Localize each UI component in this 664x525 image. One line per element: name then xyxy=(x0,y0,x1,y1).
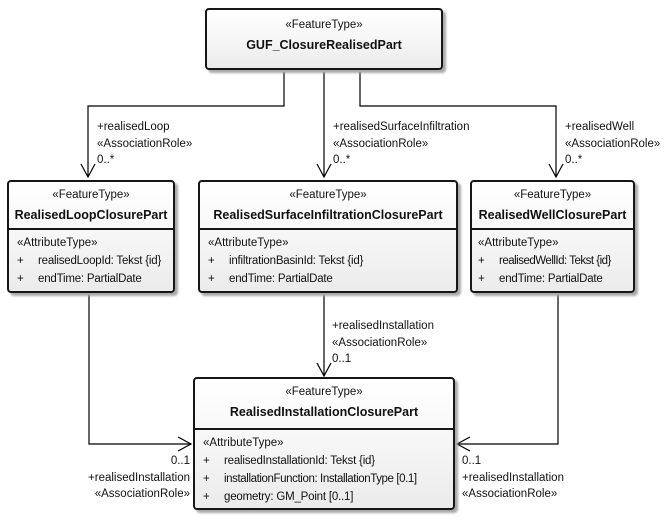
class-stereotype: «FeatureType» xyxy=(289,189,367,201)
edge-label-realised-installation-mid: +realisedInstallation «AssociationRole» … xyxy=(332,318,434,368)
connector-realised-installation-right xyxy=(458,293,559,445)
attribute-text: realisedInstallationId: Tekst {id} xyxy=(224,455,375,467)
attribute-row: + endTime: PartialDate xyxy=(478,270,631,288)
arrowhead-realised-loop-icon xyxy=(80,163,96,179)
class-header: «FeatureType» RealisedLoopClosurePart xyxy=(9,182,173,230)
edge-label-realised-surface-infiltration: +realisedSurfaceInfiltration «Associatio… xyxy=(333,119,469,169)
attribute-visibility: + xyxy=(478,255,485,267)
class-name: RealisedLoopClosurePart xyxy=(14,208,168,222)
attribute-visibility: + xyxy=(17,273,24,285)
attribute-row: + realisedWellId: Tekst {id} xyxy=(478,252,631,270)
attribute-visibility: + xyxy=(203,491,210,503)
attribute-text: geometry: GM_Point [0..1] xyxy=(224,491,354,503)
class-attribute-compartment: «AttributeType» + realisedLoopId: Tekst … xyxy=(9,230,173,288)
class-stereotype: «FeatureType» xyxy=(285,19,363,31)
attribute-stereotype: «AttributeType» xyxy=(478,237,559,249)
attribute-visibility: + xyxy=(208,255,215,267)
edge-multiplicity: 0..* xyxy=(565,154,583,166)
edge-label-realised-loop: +realisedLoop «AssociationRole» 0..* xyxy=(97,119,192,169)
attribute-visibility: + xyxy=(208,273,215,285)
edge-role: +realisedInstallation xyxy=(332,320,434,332)
edge-stereotype: «AssociationRole» xyxy=(332,336,428,349)
attribute-stereotype: «AttributeType» xyxy=(203,437,284,449)
class-stereotype: «FeatureType» xyxy=(285,386,363,398)
edge-multiplicity: 0..1 xyxy=(332,353,352,365)
edge-multiplicity: 0..1 xyxy=(170,455,190,467)
connector-realised-well xyxy=(359,72,557,176)
attribute-visibility: + xyxy=(203,455,210,467)
class-guf-closure-realised-part[interactable]: «FeatureType» GUF_ClosureRealisedPart xyxy=(205,8,443,70)
class-name: GUF_ClosureRealisedPart xyxy=(246,38,402,52)
class-header: «FeatureType» RealisedSurfaceInfiltratio… xyxy=(200,182,456,230)
class-realised-surface-infiltration-closure-part[interactable]: «FeatureType» RealisedSurfaceInfiltratio… xyxy=(198,180,458,293)
edge-role: +realisedInstallation xyxy=(88,471,190,484)
arrowhead-realised-installation-left-icon xyxy=(177,436,193,452)
connector-realised-loop xyxy=(87,72,285,176)
edge-stereotype: «AssociationRole» xyxy=(462,488,558,500)
edge-role: +realisedWell xyxy=(565,121,635,133)
attribute-row: + geometry: GM_Point [0..1] xyxy=(203,488,451,506)
edge-multiplicity: 0..* xyxy=(333,154,351,166)
edge-role: +realisedLoop xyxy=(97,121,170,133)
edge-stereotype: «AssociationRole» xyxy=(97,137,193,150)
attribute-visibility: + xyxy=(478,273,485,285)
edge-stereotype: «AssociationRole» xyxy=(565,137,661,150)
arrowhead-realised-surface-infiltration-icon xyxy=(316,163,332,179)
attribute-text: endTime: PartialDate xyxy=(229,273,333,285)
class-realised-installation-closure-part[interactable]: «FeatureType» RealisedInstallationClosur… xyxy=(193,377,455,510)
attribute-text: realisedLoopId: Tekst {id} xyxy=(38,255,162,267)
class-name: RealisedSurfaceInfiltrationClosurePart xyxy=(213,208,443,222)
attribute-text: infiltrationBasinId: Tekst {id} xyxy=(229,255,364,267)
arrowhead-realised-installation-mid-icon xyxy=(316,362,332,378)
connector-realised-installation-left xyxy=(88,293,190,445)
attribute-text: endTime: PartialDate xyxy=(499,273,603,285)
class-name: RealisedWellClosurePart xyxy=(478,208,627,222)
class-stereotype: «FeatureType» xyxy=(52,189,130,201)
attribute-row: + installationFunction: InstallationType… xyxy=(203,470,451,488)
edge-multiplicity: 0..1 xyxy=(462,455,482,467)
class-header: «FeatureType» RealisedInstallationClosur… xyxy=(195,379,453,430)
attribute-visibility: + xyxy=(17,255,24,267)
attribute-text: endTime: PartialDate xyxy=(38,273,142,285)
edge-stereotype: «AssociationRole» xyxy=(333,137,429,150)
edge-role: +realisedInstallation xyxy=(462,471,564,484)
attribute-row: + infiltrationBasinId: Tekst {id} xyxy=(208,252,454,270)
edge-role: +realisedSurfaceInfiltration xyxy=(333,121,470,133)
class-attribute-compartment: «AttributeType» + realisedInstallationId… xyxy=(195,430,453,506)
attribute-row: + realisedLoopId: Tekst {id} xyxy=(17,252,171,270)
class-attribute-compartment: «AttributeType» + realisedWellId: Tekst … xyxy=(472,230,633,288)
class-name: RealisedInstallationClosurePart xyxy=(229,405,419,419)
class-header: «FeatureType» GUF_ClosureRealisedPart xyxy=(207,10,441,54)
attribute-row: + realisedInstallationId: Tekst {id} xyxy=(203,452,451,470)
class-attribute-compartment: «AttributeType» + infiltrationBasinId: T… xyxy=(200,230,456,288)
attribute-text: realisedWellId: Tekst {id} xyxy=(499,255,611,267)
attribute-visibility: + xyxy=(203,473,210,485)
class-realised-loop-closure-part[interactable]: «FeatureType» RealisedLoopClosurePart «A… xyxy=(7,180,175,293)
class-header: «FeatureType» RealisedWellClosurePart xyxy=(472,182,633,230)
edge-multiplicity: 0..* xyxy=(97,154,115,166)
attribute-text: installationFunction: InstallationType [… xyxy=(224,473,417,485)
arrowhead-realised-well-icon xyxy=(548,163,564,179)
class-realised-well-closure-part[interactable]: «FeatureType» RealisedWellClosurePart «A… xyxy=(470,180,635,293)
attribute-stereotype: «AttributeType» xyxy=(208,237,289,249)
edge-label-realised-well: +realisedWell «AssociationRole» 0..* xyxy=(565,119,660,169)
class-stereotype: «FeatureType» xyxy=(513,189,592,201)
arrowhead-realised-installation-right-icon xyxy=(455,436,471,452)
edge-stereotype: «AssociationRole» xyxy=(94,488,190,500)
attribute-row: + endTime: PartialDate xyxy=(17,270,171,288)
attribute-stereotype: «AttributeType» xyxy=(17,237,98,249)
edge-label-realised-installation-right: 0..1 +realisedInstallation «AssociationR… xyxy=(462,453,564,503)
edge-label-realised-installation-left: 0..1 +realisedInstallation «AssociationR… xyxy=(30,453,190,503)
attribute-row: + endTime: PartialDate xyxy=(208,270,454,288)
